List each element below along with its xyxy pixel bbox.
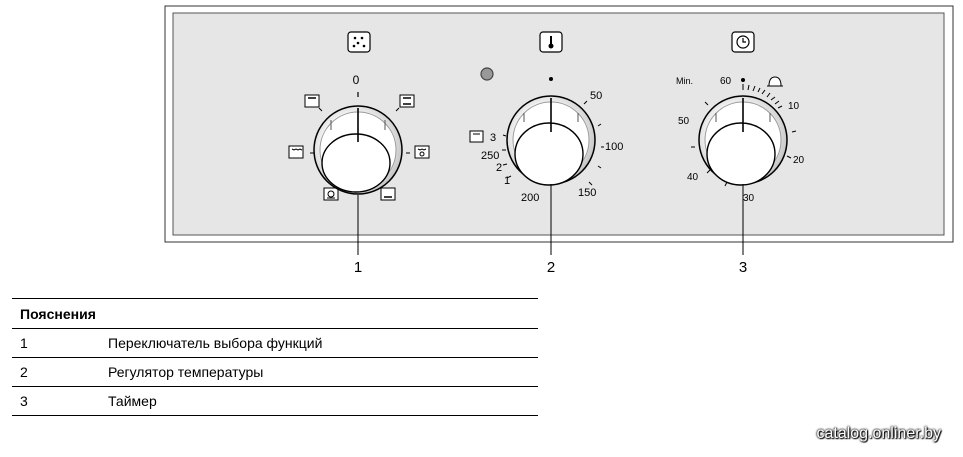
watermark: catalog.onliner.by xyxy=(816,425,941,442)
temp-label-150: 150 xyxy=(578,187,596,199)
legend-row: 1 Переключатель выбора функций xyxy=(12,329,538,358)
temp-label-3: 3 xyxy=(490,132,496,144)
function-selector-icon xyxy=(347,31,371,53)
legend-row-text: Таймер xyxy=(108,393,157,409)
light-mode-icon xyxy=(469,130,484,143)
top-bottom-heat-icon xyxy=(399,94,415,108)
top-heat-icon xyxy=(304,94,320,108)
thermometer-icon xyxy=(539,31,563,53)
temp-label-200: 200 xyxy=(521,192,539,204)
timer-label-40: 40 xyxy=(687,172,699,183)
bell-icon xyxy=(767,76,783,87)
legend-row-number: 2 xyxy=(20,364,28,380)
temperature-regulator-knob: 50 100 150 200 1 2 250 3 xyxy=(469,31,623,204)
temp-label-50: 50 xyxy=(590,90,602,102)
clock-icon xyxy=(731,31,755,53)
legend-row-text: Регулятор температуры xyxy=(108,364,264,380)
temp-label-1: 1 xyxy=(504,175,510,187)
legend-row-text: Переключатель выбора функций xyxy=(108,335,323,351)
callout-number-3: 3 xyxy=(739,259,747,276)
function-selector-knob: 0 xyxy=(288,31,430,201)
callout-number-1: 1 xyxy=(354,259,362,276)
timer-label-30: 30 xyxy=(743,193,755,204)
temp-label-100: 100 xyxy=(605,141,623,153)
timer-label-60: 60 xyxy=(720,76,732,87)
pilot-light-indicator xyxy=(480,67,494,81)
bottom-heat-icon xyxy=(380,187,396,201)
callout-number-2: 2 xyxy=(547,259,555,276)
fan-grill-icon xyxy=(414,145,430,159)
legend-header-row: Пояснения xyxy=(12,298,538,329)
legend-row: 2 Регулятор температуры xyxy=(12,358,538,387)
temp-label-2: 2 xyxy=(496,162,502,174)
legend-row-number: 1 xyxy=(20,335,28,351)
timer-label-20: 20 xyxy=(793,155,805,166)
grill-icon xyxy=(288,145,304,159)
legend-row: 3 Таймер xyxy=(12,387,538,416)
timer-label-50: 50 xyxy=(678,116,690,127)
legend-table: Пояснения 1 Переключатель выбора функций… xyxy=(12,298,538,416)
legend-row-number: 3 xyxy=(20,393,28,409)
function-selector-zero-label: 0 xyxy=(353,73,360,87)
temp-label-250: 250 xyxy=(481,150,499,162)
timer-label-10: 10 xyxy=(788,101,800,112)
fan-defrost-icon xyxy=(323,187,339,201)
timer-label-min: Min. xyxy=(676,76,693,86)
timer-knob: Min. 60 10 20 30 40 50 xyxy=(676,31,805,204)
legend-header: Пояснения xyxy=(20,306,96,322)
